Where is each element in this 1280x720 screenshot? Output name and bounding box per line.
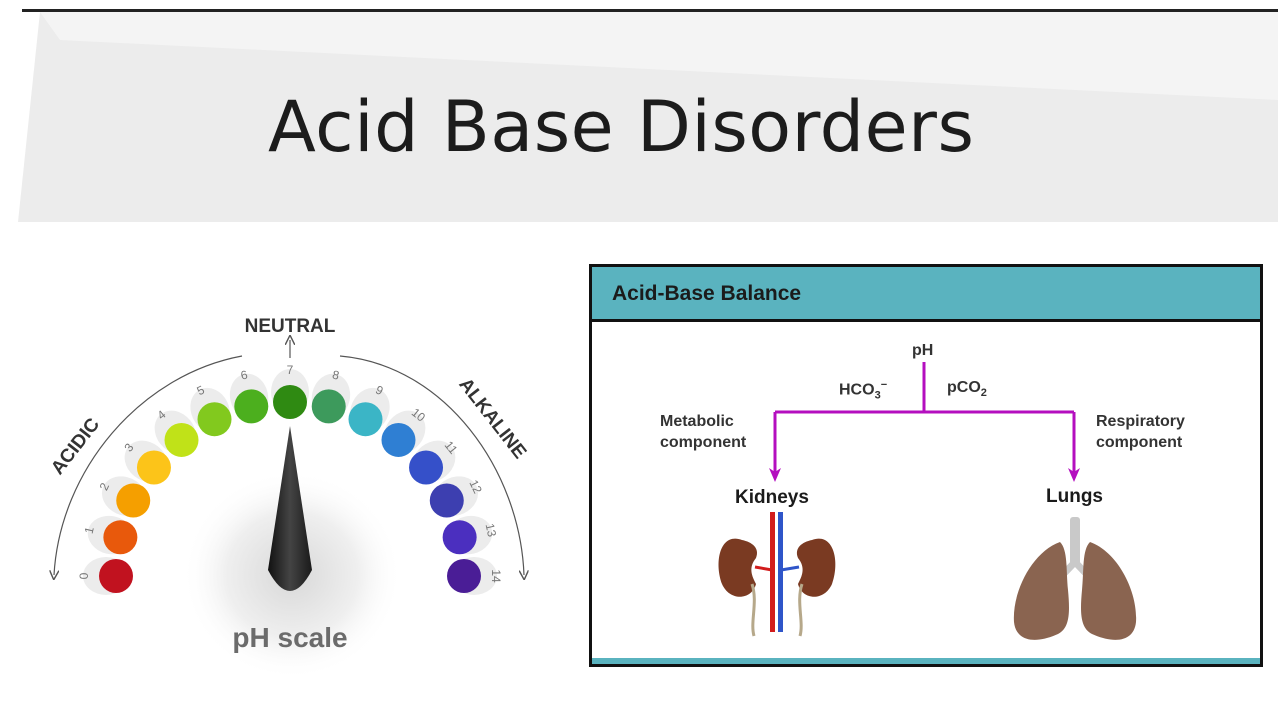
hco3-subscript: 3 [874,389,881,402]
neutral-label: NEUTRAL [245,316,336,337]
kidneys-label: Kidneys [735,487,809,508]
respiratory-line1: Respiratory [1096,413,1185,430]
ph-level-11: 11 [409,438,461,485]
ph-level-number: 14 [489,569,503,583]
top-rule [22,9,1278,12]
ph-level-dot [311,389,346,424]
ph-level-dot [409,450,444,485]
metabolic-component-label: Metabolic component [660,412,746,454]
hco3-charge: − [880,379,888,391]
ph-level-number: 12 [466,478,485,496]
ph-level-9: 9 [348,383,390,437]
ph-level-dot [447,559,481,593]
ph-scale-caption: pH scale [232,622,347,653]
ph-level-number: 13 [483,522,500,538]
ph-level-12: 12 [429,476,485,518]
ph-level-dot [273,385,307,419]
ph-level-2: 2 [97,476,151,518]
ph-level-dot [429,483,464,518]
ph-level-8: 8 [311,368,351,424]
ph-level-13: 13 [442,515,500,555]
ph-level-dot [103,520,138,555]
acidic-arc [54,355,243,575]
ph-level-dot [136,450,171,485]
acid-base-balance-panel: Acid-Base Balance [589,264,1263,667]
ph-level-number: 6 [239,368,249,383]
ph-level-6: 6 [229,368,269,424]
ph-level-dot [381,422,416,457]
ph-level-dot [197,402,232,437]
respiratory-arrowhead [1068,468,1080,482]
kidneys-illustration [718,512,836,637]
alkaline-label: ALKALINE [454,374,530,463]
ph-level-number: 1 [82,525,97,535]
ph-needle [268,426,312,591]
hco3-label: HCO3− [839,378,887,403]
lungs-label: Lungs [1046,486,1103,507]
metabolic-arrowhead [769,468,781,482]
ph-level-dot [164,422,199,457]
ph-level-dot [348,402,383,437]
panel-footer [592,658,1260,664]
panel-title: Acid-Base Balance [612,282,802,305]
balance-diagram [718,362,1137,640]
ph-level-dot [234,389,269,424]
ph-level-7: 7 [271,363,309,419]
alkaline-arc [339,355,524,575]
ph-level-number: 7 [287,363,294,377]
metabolic-line2: component [660,433,747,451]
lungs-illustration [1013,517,1137,640]
ph-level-4: 4 [155,407,199,457]
ph-level-dot [116,483,151,518]
ph-level-number: 8 [331,368,341,383]
hco3-text: HCO [839,381,875,399]
ph-level-3: 3 [121,440,171,485]
ph-label: pH [912,342,934,359]
metabolic-line1: Metabolic [660,413,734,430]
ph-level-5: 5 [190,383,232,437]
page-title: Acid Base Disorders [268,86,975,168]
ph-level-14: 14 [447,557,503,595]
panel-header: Acid-Base Balance [592,267,1260,322]
ph-level-dot [99,559,133,593]
ph-level-0: 0 [77,557,133,595]
respiratory-line2: component [1096,433,1183,451]
ph-level-1: 1 [82,515,138,555]
pco2-text: pCO [947,379,981,396]
pco2-label: pCO2 [947,378,987,400]
respiratory-component-label: Respiratory component [1096,412,1185,454]
title-banner [18,12,1278,222]
ph-level-number: 0 [77,572,91,579]
pco2-subscript: 2 [980,387,987,400]
ph-level-10: 10 [381,405,428,457]
ph-level-dot [442,520,477,555]
acidic-label: ACIDIC [47,414,104,479]
